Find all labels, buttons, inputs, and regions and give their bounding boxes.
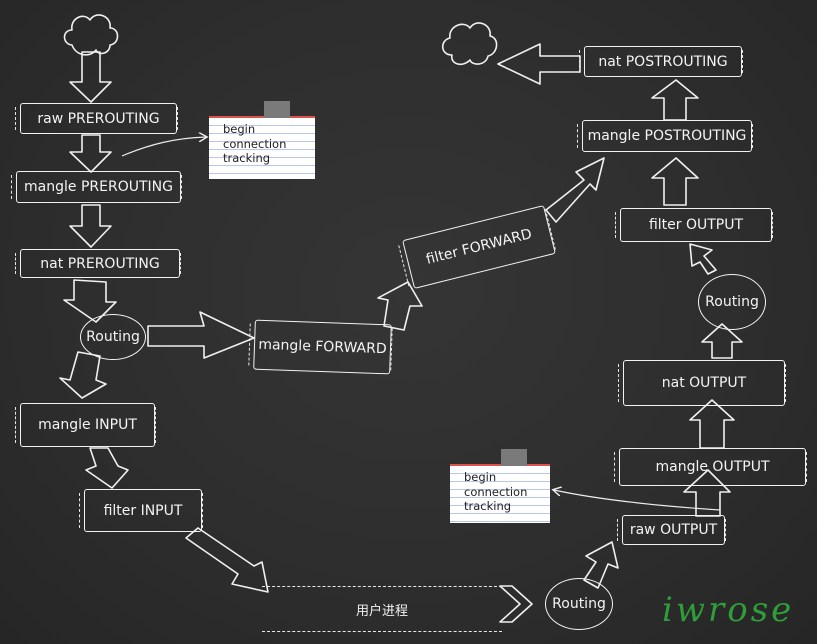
raw-output-box: raw OUTPUT	[617, 515, 726, 545]
note-line: connection	[464, 484, 528, 499]
routing-node-right: Routing	[698, 274, 766, 330]
source-cloud-icon	[63, 14, 119, 56]
arrow-raw-out-to-mangle-out	[683, 469, 731, 517]
arrow-nat-post-to-cloud	[497, 43, 581, 85]
tape-icon	[501, 449, 527, 466]
note-line: begin	[223, 122, 256, 136]
pointer-to-top-note	[121, 137, 206, 157]
arrow-filter-input-to-process	[185, 527, 269, 593]
mangle-input-box: mangle INPUT	[15, 403, 156, 447]
arrow-process-to-routing	[499, 585, 533, 623]
arrow-mangle-to-nat	[69, 204, 112, 248]
filter-output-box: filter OUTPUT	[615, 208, 773, 242]
arrow-filter-fwd-to-mangle-post	[545, 157, 605, 223]
arrow-mangle-to-filter-input	[85, 447, 129, 489]
tape-icon	[264, 101, 290, 118]
mangle-output-box: mangle OUTPUT	[614, 448, 807, 486]
note-line: connection	[223, 136, 287, 151]
pointer-to-bottom-note	[554, 490, 721, 511]
note-line: tracking	[223, 151, 271, 165]
note-line: tracking	[464, 499, 512, 513]
arrow-filter-out-to-mangle-post	[651, 157, 699, 206]
arrow-mangle-post-to-nat-post	[651, 79, 699, 121]
arrow-raw-to-mangle	[69, 134, 112, 173]
destination-cloud-icon	[441, 22, 498, 66]
arrow-nat-to-routing	[63, 279, 117, 323]
connection-tracking-note-bottom: begin connection tracking	[450, 449, 550, 523]
arrow-routing-to-mangle-input	[59, 351, 107, 399]
raw-prerouting-box: raw PREROUTING	[15, 103, 178, 134]
arrow-cloud-to-raw	[69, 51, 112, 103]
arrow-mangle-out-to-nat-out	[689, 399, 735, 449]
mangle-postrouting-box: mangle POSTROUTING	[577, 120, 753, 152]
user-process-box: 用户进程	[262, 586, 502, 632]
routing-node-left: Routing	[80, 314, 146, 360]
arrow-routing-to-filter-out	[689, 243, 717, 275]
nat-output-box: nat OUTPUT	[618, 360, 786, 406]
mangle-forward-box: mangle FORWARD	[253, 319, 392, 375]
connection-tracking-note-top: begin connection tracking	[209, 101, 315, 179]
arrow-nat-out-to-routing	[701, 323, 743, 359]
author-signature: iwrose	[662, 590, 795, 630]
arrow-mangle-fwd-to-filter-fwd	[377, 281, 423, 331]
arrow-routing-to-forward	[147, 311, 255, 359]
nat-prerouting-box: nat PREROUTING	[15, 249, 181, 278]
nat-postrouting-box: nat POSTROUTING	[579, 46, 743, 77]
routing-node-bottom: Routing	[545, 578, 613, 630]
mangle-prerouting-box: mangle PREROUTING	[11, 171, 182, 203]
note-line: begin	[464, 470, 497, 484]
filter-input-box: filter INPUT	[79, 489, 203, 532]
